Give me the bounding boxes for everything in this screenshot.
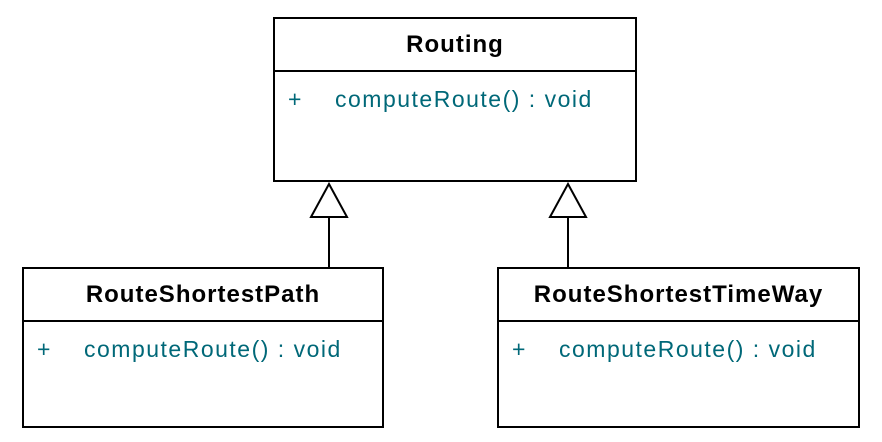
inheritance-triangle-icon[interactable] — [309, 181, 349, 218]
generalization-arrow-left[interactable] — [309, 181, 349, 268]
method-row: + computeRoute() : void — [24, 335, 382, 363]
methods-compartment: + computeRoute() : void — [275, 72, 635, 180]
class-box-routeshortesttimeway[interactable]: RouteShortestTimeWay + computeRoute() : … — [497, 267, 860, 428]
visibility-symbol: + — [37, 336, 52, 362]
class-name: Routing — [275, 19, 635, 72]
class-name: RouteShortestTimeWay — [499, 269, 858, 322]
method-signature: computeRoute() : void — [559, 336, 817, 362]
method-row: + computeRoute() : void — [275, 85, 635, 113]
visibility-symbol: + — [512, 336, 527, 362]
visibility-symbol: + — [288, 86, 303, 112]
method-signature: computeRoute() : void — [84, 336, 342, 362]
inheritance-triangle-icon[interactable] — [548, 181, 588, 218]
generalization-arrow-right[interactable] — [548, 181, 588, 268]
class-box-routeshortestpath[interactable]: RouteShortestPath + computeRoute() : voi… — [22, 267, 384, 428]
method-row: + computeRoute() : void — [499, 335, 858, 363]
class-name: RouteShortestPath — [24, 269, 382, 322]
methods-compartment: + computeRoute() : void — [499, 322, 858, 426]
methods-compartment: + computeRoute() : void — [24, 322, 382, 426]
class-box-routing[interactable]: Routing + computeRoute() : void — [273, 17, 637, 182]
method-signature: computeRoute() : void — [335, 86, 593, 112]
